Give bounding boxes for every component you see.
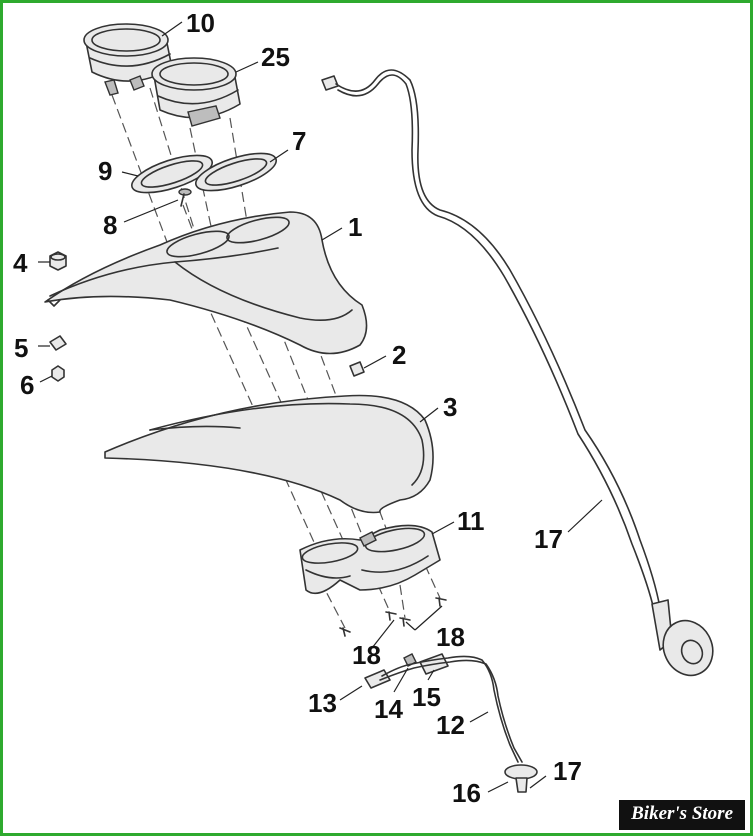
callout-4: 4: [13, 248, 28, 278]
part-9-bezel-ring: [131, 154, 213, 194]
callout-18-right: 18: [436, 622, 465, 652]
callout-8: 8: [103, 210, 117, 240]
callout-labels: 10 25 9 7 8 1 4 5 6 2 3 11 17 18 18 13 1…: [13, 8, 582, 808]
callout-2: 2: [392, 340, 406, 370]
part-1-console-housing: [44, 211, 368, 355]
callout-5: 5: [14, 333, 28, 363]
leader-lines: [38, 21, 603, 793]
part-3-gasket: [104, 394, 434, 514]
part-5-clip: [49, 335, 67, 351]
callout-15: 15: [412, 682, 441, 712]
part-8-screw: [178, 188, 192, 207]
callout-7: 7: [292, 126, 306, 156]
callout-17-sensor: 17: [553, 756, 582, 786]
part-12-harness: [379, 655, 523, 763]
callout-10: 10: [186, 8, 215, 38]
callout-18-left: 18: [352, 640, 381, 670]
part-11-lower-housing: [299, 524, 441, 595]
part-18-screws: [339, 597, 447, 637]
callout-3: 3: [443, 392, 457, 422]
callout-13: 13: [308, 688, 337, 718]
part-2-clip: [349, 361, 365, 377]
callout-11: 11: [457, 506, 485, 536]
callout-17-cable: 17: [534, 524, 563, 554]
brand-watermark: Biker's Store: [619, 800, 745, 830]
part-16-grommet: [504, 764, 538, 793]
part-17-speedometer-cable: [321, 69, 714, 677]
callout-9: 9: [98, 156, 112, 186]
callout-12: 12: [436, 710, 465, 740]
callout-25: 25: [261, 42, 290, 72]
part-25-gauge: [151, 57, 241, 127]
callout-16: 16: [452, 778, 481, 808]
part-6-nut: [51, 365, 65, 382]
part-13-lamp: [364, 669, 391, 689]
callout-14: 14: [374, 694, 403, 724]
callout-6: 6: [20, 370, 34, 400]
part-4-nut: [49, 251, 67, 271]
callout-1: 1: [348, 212, 362, 242]
part-7-bezel-ring: [195, 152, 277, 192]
